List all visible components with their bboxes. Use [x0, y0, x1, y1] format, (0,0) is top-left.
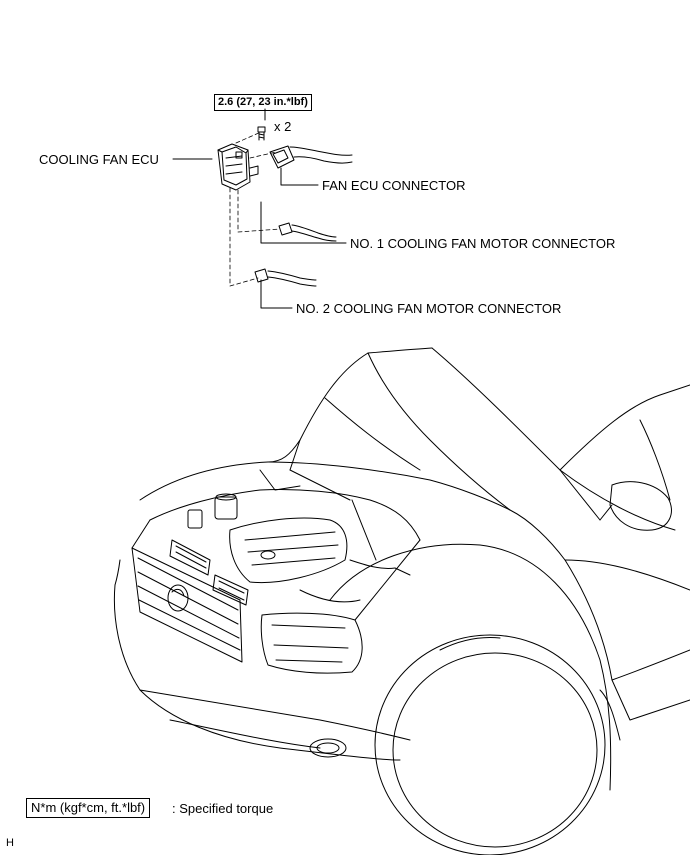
bolt-illustration [257, 126, 266, 141]
fan-ecu-connector-illustration [269, 145, 353, 169]
corner-code: H [6, 837, 14, 849]
leader-lines [172, 108, 347, 309]
cooling-fan-ecu-label: COOLING FAN ECU [39, 152, 159, 167]
no1-cooling-fan-motor-connector-label: NO. 1 COOLING FAN MOTOR CONNECTOR [350, 236, 616, 251]
alignment-dashed-lines [229, 131, 281, 287]
fan-ecu-connector-label: FAN ECU CONNECTOR [322, 178, 466, 193]
torque-legend-description: : Specified torque [172, 801, 274, 816]
vehicle-illustration [113, 347, 690, 855]
no2-motor-connector-illustration [254, 268, 317, 287]
no1-motor-connector-illustration [278, 222, 337, 242]
torque-value-box: 2.6 (27, 23 in.*lbf) [214, 94, 312, 111]
torque-legend-box: N*m (kgf*cm, ft.*lbf) [26, 798, 151, 818]
bolt-quantity-label: x 2 [274, 119, 292, 134]
no2-cooling-fan-motor-connector-label: NO. 2 COOLING FAN MOTOR CONNECTOR [296, 301, 562, 316]
cooling-fan-ecu-illustration [217, 143, 259, 191]
